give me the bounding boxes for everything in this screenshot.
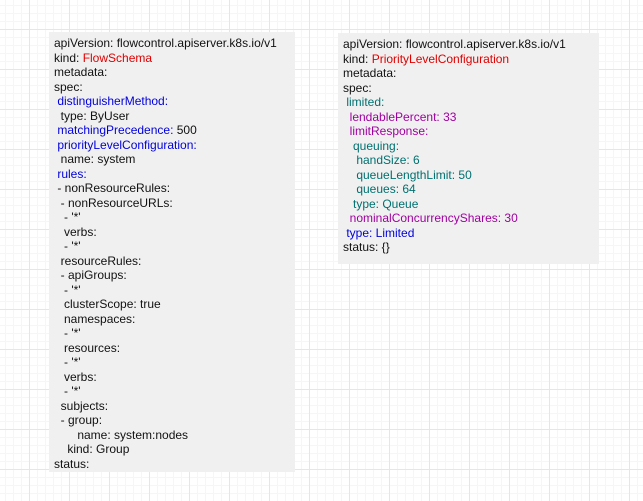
yaml-line: queueLengthLimit: 50: [343, 168, 593, 183]
yaml-token: apiVersion: flowcontrol.apiserver.k8s.io…: [343, 37, 566, 51]
yaml-token: metadata:: [343, 66, 397, 80]
prioritylevelconfiguration-yaml-block[interactable]: apiVersion: flowcontrol.apiserver.k8s.io…: [338, 33, 599, 264]
yaml-token: limitResponse:: [343, 124, 429, 138]
yaml-token: subjects:: [54, 398, 109, 413]
yaml-line: type: ByUser: [54, 109, 289, 124]
yaml-token: name: system:nodes: [54, 427, 189, 442]
yaml-token: PriorityLevelConfiguration: [371, 51, 510, 66]
yaml-token: - '*': [54, 326, 81, 340]
yaml-token: queuing:: [343, 138, 400, 153]
yaml-token: clusterScope: true: [54, 297, 161, 311]
yaml-line: - apiGroups:: [54, 268, 289, 283]
yaml-line: status: {}: [343, 240, 593, 255]
yaml-line: handSize: 6: [343, 153, 593, 168]
yaml-token: rules:: [54, 166, 87, 181]
yaml-line: status:: [54, 457, 289, 472]
yaml-token: type: Queue: [343, 196, 419, 211]
yaml-token: nominalConcurrencyShares: 30: [343, 211, 518, 225]
yaml-line: spec:: [343, 81, 593, 96]
yaml-token: queues: 64: [343, 182, 416, 196]
yaml-token: - '*': [54, 210, 81, 224]
yaml-line: name: system: [54, 152, 289, 167]
yaml-line: - nonResourceURLs:: [54, 196, 289, 211]
yaml-line: matchingPrecedence: 500: [54, 123, 289, 138]
yaml-line: verbs:: [54, 225, 289, 240]
yaml-token: spec:: [54, 79, 83, 94]
yaml-line: nominalConcurrencyShares: 30: [343, 211, 593, 226]
yaml-line: clusterScope: true: [54, 297, 289, 312]
yaml-line: - '*': [54, 239, 289, 254]
yaml-token: - '*': [54, 239, 81, 253]
yaml-token: status: {}: [343, 240, 390, 254]
yaml-token: FlowSchema: [82, 50, 153, 65]
yaml-token: resources:: [54, 340, 121, 355]
yaml-line: limited:: [343, 95, 593, 110]
yaml-line: apiVersion: flowcontrol.apiserver.k8s.io…: [343, 37, 593, 52]
yaml-line: limitResponse:: [343, 124, 593, 139]
yaml-token: - '*': [54, 355, 81, 369]
yaml-token: 500: [173, 123, 197, 137]
yaml-token: resourceRules:: [54, 253, 142, 268]
yaml-line: subjects:: [54, 399, 289, 414]
yaml-token: - '*': [54, 282, 81, 297]
yaml-line: kind: Group: [54, 442, 289, 457]
yaml-line: - '*': [54, 283, 289, 298]
yaml-line: name: system:nodes: [54, 428, 289, 443]
yaml-token: kind: Group: [54, 442, 130, 456]
yaml-token: - '*': [54, 384, 81, 398]
yaml-line: type: Queue: [343, 197, 593, 212]
yaml-token: matchingPrecedence:: [54, 123, 174, 137]
yaml-token: status:: [54, 456, 90, 471]
yaml-token: - apiGroups:: [54, 268, 127, 282]
yaml-token: queueLengthLimit: 50: [343, 167, 472, 182]
yaml-token: distinguisherMethod:: [54, 94, 169, 108]
yaml-token: - group:: [54, 413, 103, 427]
yaml-line: - '*': [54, 326, 289, 341]
yaml-token: verbs:: [54, 224, 97, 239]
yaml-line: - '*': [54, 210, 289, 225]
yaml-token: - nonResourceRules:: [54, 181, 171, 195]
yaml-line: spec:: [54, 80, 289, 95]
yaml-token: priorityLevelConfiguration:: [54, 137, 197, 152]
yaml-line: resourceRules:: [54, 254, 289, 269]
yaml-line: apiVersion: flowcontrol.apiserver.k8s.io…: [54, 36, 289, 51]
yaml-line: type: Limited: [343, 226, 593, 241]
yaml-token: namespaces:: [54, 311, 136, 326]
yaml-token: spec:: [343, 80, 372, 95]
yaml-line: metadata:: [54, 65, 289, 80]
yaml-token: lendablePercent: 33: [343, 109, 457, 124]
yaml-line: - '*': [54, 384, 289, 399]
yaml-line: - nonResourceRules:: [54, 181, 289, 196]
yaml-line: kind: FlowSchema: [54, 51, 289, 66]
flowschema-yaml-block[interactable]: apiVersion: flowcontrol.apiserver.k8s.io…: [49, 32, 295, 472]
yaml-token: verbs:: [54, 369, 97, 384]
yaml-token: handSize: 6: [343, 153, 420, 167]
yaml-line: namespaces:: [54, 312, 289, 327]
yaml-token: apiVersion: flowcontrol.apiserver.k8s.io…: [54, 36, 277, 50]
yaml-line: - '*': [54, 355, 289, 370]
yaml-line: priorityLevelConfiguration:: [54, 138, 289, 153]
yaml-line: metadata:: [343, 66, 593, 81]
yaml-line: resources:: [54, 341, 289, 356]
yaml-line: kind: PriorityLevelConfiguration: [343, 52, 593, 67]
yaml-line: - group:: [54, 413, 289, 428]
yaml-token: metadata:: [54, 65, 108, 79]
yaml-line: lendablePercent: 33: [343, 110, 593, 125]
yaml-token: type: ByUser: [54, 108, 130, 123]
yaml-token: kind:: [54, 50, 83, 65]
yaml-line: queuing:: [343, 139, 593, 154]
yaml-token: kind:: [343, 51, 372, 66]
yaml-token: name: system: [54, 152, 136, 166]
yaml-token: limited:: [343, 95, 385, 109]
yaml-line: rules:: [54, 167, 289, 182]
yaml-line: distinguisherMethod:: [54, 94, 289, 109]
yaml-token: - nonResourceURLs:: [54, 195, 173, 210]
yaml-line: queues: 64: [343, 182, 593, 197]
yaml-token: type: Limited: [343, 225, 415, 240]
yaml-line: verbs:: [54, 370, 289, 385]
